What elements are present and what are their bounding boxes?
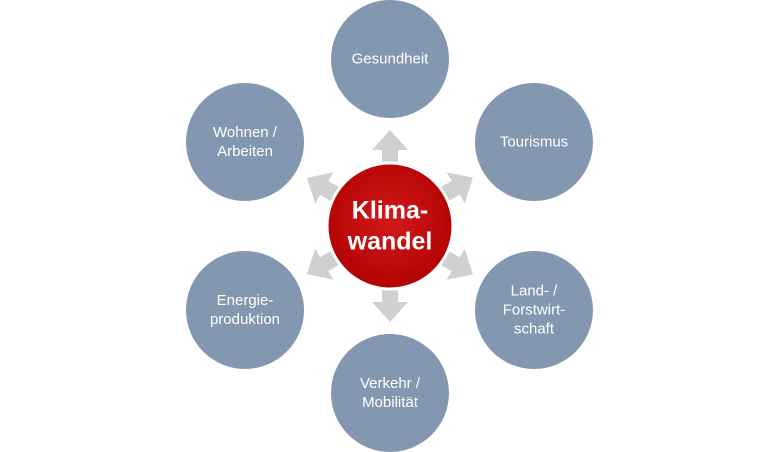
node-label-line: Mobilität [362, 394, 419, 411]
center-label-line: wandel [347, 228, 433, 256]
node-label-line: Verkehr / [360, 375, 421, 392]
node-circle [331, 0, 449, 118]
node-circle [186, 83, 304, 201]
node-circle [186, 251, 304, 369]
node-energieproduktion: Energie-produktion [186, 251, 304, 369]
node-label-line: produktion [210, 311, 280, 328]
node-label-line: Tourismus [500, 134, 568, 151]
node-label-line: Forstwirt- [503, 302, 566, 319]
node-label-line: Arbeiten [217, 143, 273, 160]
node-wohnen-arbeiten: Wohnen / Arbeiten [186, 83, 304, 201]
node-label-line: Land- / [511, 283, 559, 300]
node-land-forstwirtschaft: Land- / Forstwirt-schaft [475, 251, 593, 369]
center-label-line: Klima- [352, 197, 428, 225]
center-node: Klima-wandel [325, 161, 455, 291]
node-gesundheit: Gesundheit [331, 0, 449, 118]
center-circle [325, 161, 455, 291]
node-verkehr-mobilitaet: Verkehr / Mobilität [331, 334, 449, 452]
arrow-verkehr-mobilitaet [372, 284, 408, 322]
node-circle [475, 251, 593, 369]
node-tourismus: Tourismus [475, 83, 593, 201]
node-label-line: Gesundheit [352, 51, 430, 68]
node-label-line: Energie- [217, 292, 274, 309]
node-circle [331, 334, 449, 452]
node-label-line: Wohnen / [213, 124, 278, 141]
arrow-gesundheit [372, 130, 408, 168]
center-layer: Klima-wandel [325, 161, 455, 291]
node-label-line: schaft [514, 321, 555, 338]
node-circle [475, 83, 593, 201]
